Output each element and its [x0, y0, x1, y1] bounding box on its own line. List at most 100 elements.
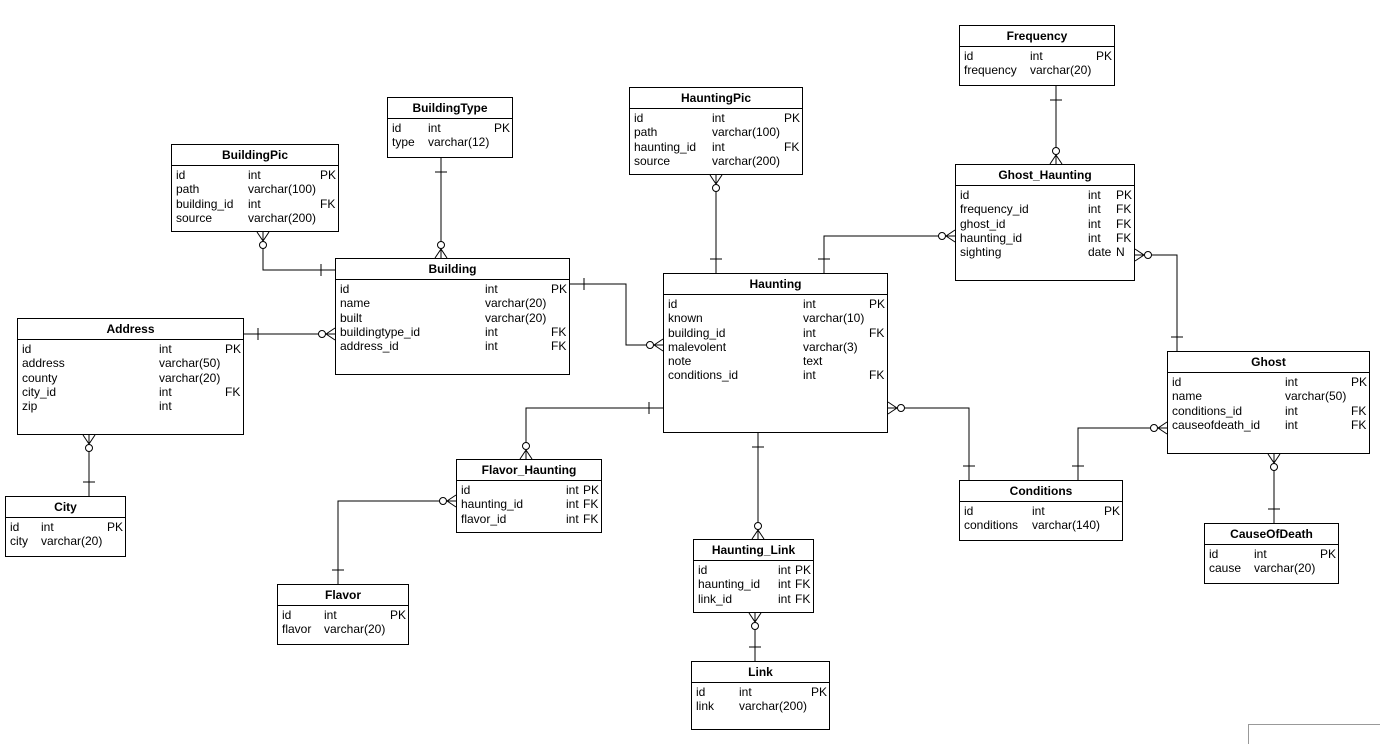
entity-title: Haunting [664, 274, 887, 295]
column-key: PK [1116, 188, 1133, 202]
column-name: haunting_id [461, 497, 524, 512]
column-name: source [634, 153, 671, 168]
entity-title: Ghost [1168, 352, 1369, 373]
column-name: id [176, 168, 186, 182]
relationship-city-to-address [82, 434, 96, 496]
crows-foot-marker [887, 407, 898, 415]
column-type: int [1285, 417, 1298, 432]
column-key: PK [107, 520, 124, 534]
column-type: int [712, 111, 725, 125]
crows-foot-marker [262, 231, 270, 242]
column-key: FK [1351, 403, 1367, 418]
column-key: PK [811, 685, 828, 699]
column-name: conditions_id [1172, 403, 1243, 418]
column-key: FK [795, 591, 811, 606]
column-name: id [1172, 375, 1182, 389]
column-name: malevolent [668, 339, 727, 354]
column-name: known [668, 311, 703, 326]
column-name: id [282, 608, 292, 622]
corner-frame [1248, 724, 1380, 744]
column-type: int [1285, 375, 1298, 389]
column-name: flavor_id [461, 511, 507, 526]
column-type: varchar(200) [712, 153, 781, 168]
column-key: N [1116, 245, 1125, 260]
column-name: id [461, 483, 471, 497]
column-row: source varchar(200) [634, 154, 798, 168]
column-key: FK [869, 368, 885, 383]
connector-line [888, 407, 970, 480]
crows-foot-marker [519, 449, 527, 460]
column-name: note [668, 354, 692, 369]
relationship-building-to-haunting [570, 278, 664, 352]
crows-foot-marker [1055, 154, 1063, 165]
entity-title: BuildingPic [172, 145, 338, 166]
optional-marker [318, 330, 326, 338]
crows-foot-marker [715, 174, 723, 185]
entity-title: HauntingPic [630, 88, 802, 109]
column-type: varchar(3) [803, 339, 858, 354]
entity-title: Building [336, 259, 569, 280]
entity-title: City [6, 497, 125, 518]
column-type: int [1088, 216, 1101, 231]
column-type: int [248, 196, 261, 211]
entity-title: Flavor_Haunting [457, 460, 601, 481]
column-type: int [485, 282, 498, 296]
connector-line [570, 283, 663, 346]
column-name: frequency_id [960, 202, 1029, 217]
optional-marker [1270, 463, 1278, 471]
crows-foot-marker [748, 612, 756, 623]
column-type: varchar(50) [159, 356, 221, 371]
column-key: FK [320, 196, 336, 211]
column-name: link [696, 699, 715, 714]
crows-foot-marker [325, 333, 336, 341]
column-key: FK [1116, 216, 1132, 231]
column-name: city [10, 534, 28, 549]
relationship-haunting-to-hauntingpic [709, 174, 723, 273]
column-type: varchar(20) [159, 370, 221, 385]
column-name: haunting_id [960, 230, 1023, 245]
column-type: int [1254, 547, 1267, 561]
column-type: int [803, 297, 816, 311]
column-type: int [485, 324, 498, 339]
entity-title: Address [18, 319, 243, 340]
relationship-haunting-to-flavor-haunting [519, 402, 663, 460]
optional-marker [85, 444, 93, 452]
crows-foot-marker [751, 529, 759, 540]
